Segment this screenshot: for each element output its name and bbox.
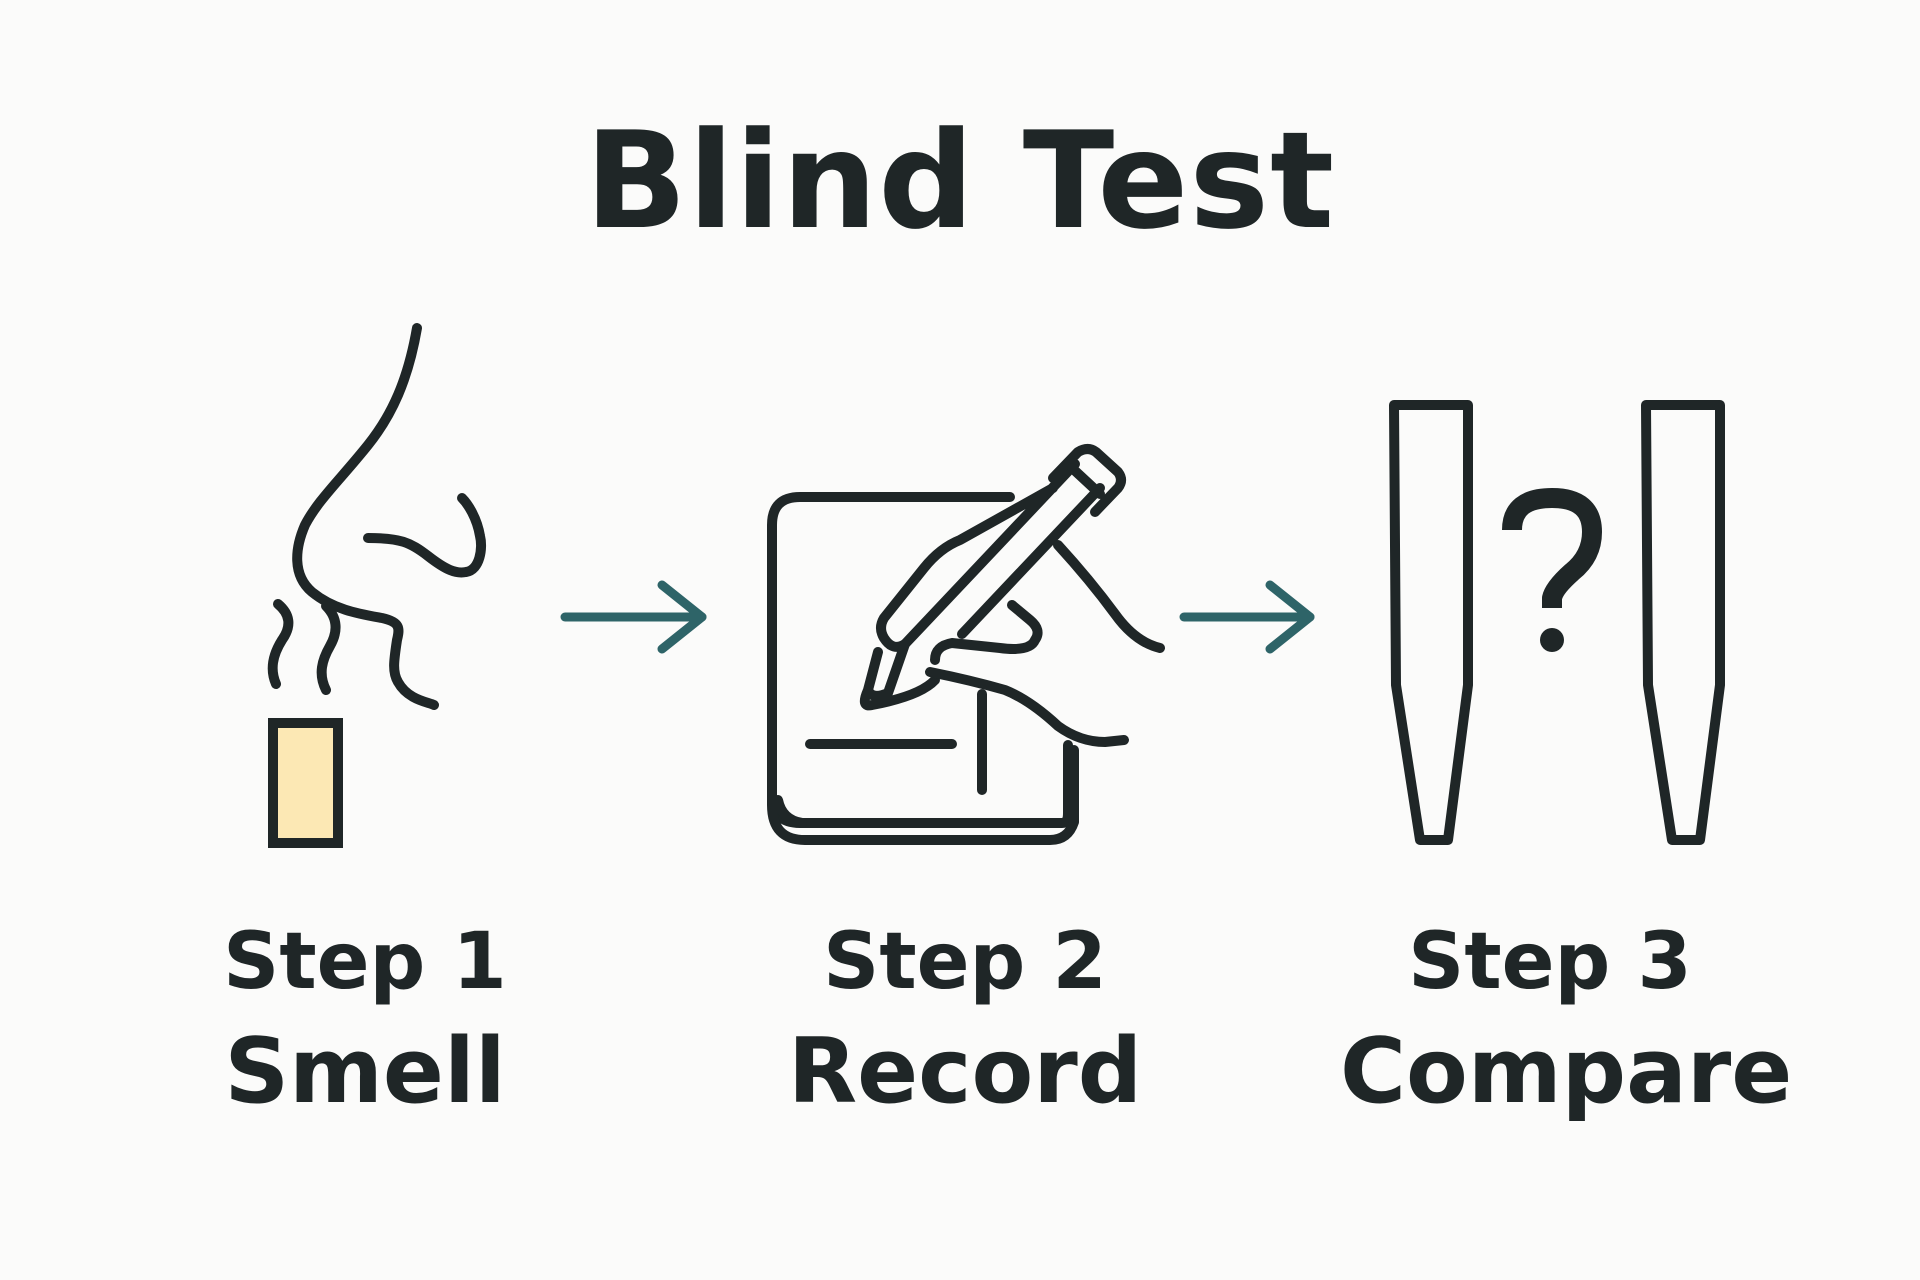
pen-band: [1067, 463, 1105, 499]
scent-strip: [268, 718, 343, 848]
arrow-right-icon: [560, 580, 707, 654]
hand-writing-notepad-icon: [767, 444, 1165, 845]
step-3-name: Compare: [1340, 1019, 1793, 1124]
hand-wrist: [925, 667, 1129, 747]
hand-fingers: [1053, 540, 1165, 653]
diagram-title: Blind Test: [584, 103, 1336, 259]
two-test-strips-question-icon: [1389, 400, 1725, 845]
pen-body: [876, 459, 1080, 652]
test-strip-left: [1389, 400, 1473, 845]
test-strip-right: [1641, 400, 1725, 845]
arrow-right-icon: [1179, 580, 1315, 654]
step-3-number: Step 3: [1408, 917, 1692, 1007]
hand-palm: [930, 600, 1043, 665]
question-mark-dot: [1540, 628, 1564, 652]
question-mark-icon: [1502, 488, 1602, 608]
notepad-base: [767, 745, 1079, 845]
step-3-caption: Step 3 Compare: [1340, 912, 1793, 1132]
nose-outline: [292, 323, 439, 710]
step-2-caption: Step 2 Record: [760, 912, 1170, 1132]
step-1-number: Step 1: [223, 917, 507, 1007]
scent-wave-right: [316, 601, 341, 695]
scent-wave-left: [267, 599, 294, 689]
step-1-caption: Step 1 Smell: [160, 912, 570, 1132]
notepad-page: [767, 492, 1073, 828]
step-1-name: Smell: [224, 1019, 506, 1124]
step-2-number: Step 2: [823, 917, 1107, 1007]
pen-top: [1048, 444, 1126, 517]
hand-thumb: [859, 639, 940, 711]
nostril-line: [363, 493, 487, 578]
pen-body-lower: [957, 483, 1105, 639]
nose-sniffing-strip-icon: [267, 323, 487, 848]
step-2-name: Record: [787, 1019, 1143, 1124]
